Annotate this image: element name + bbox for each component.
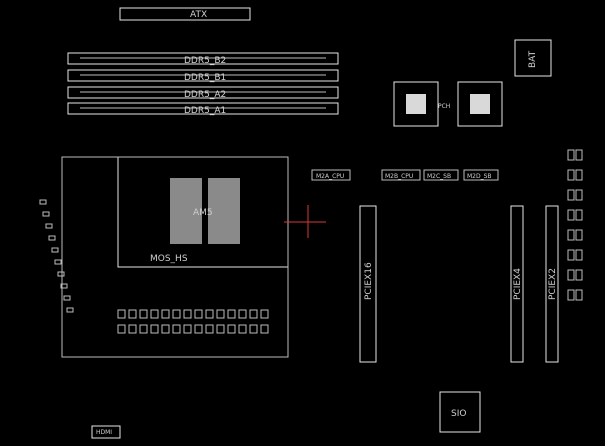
component bbox=[205, 324, 214, 334]
component bbox=[575, 149, 583, 161]
component bbox=[238, 324, 247, 334]
component bbox=[575, 249, 583, 261]
component bbox=[575, 209, 583, 221]
atx-connector: ATX bbox=[119, 7, 251, 21]
pcie-x2-slot bbox=[545, 205, 559, 363]
component bbox=[216, 324, 225, 334]
component bbox=[172, 309, 181, 319]
chipset-label: PCH bbox=[438, 103, 450, 110]
component bbox=[139, 324, 148, 334]
component bbox=[567, 249, 575, 261]
dimm-slot-a1 bbox=[67, 102, 339, 115]
pcie-x2-label: PCIEX2 bbox=[548, 268, 558, 300]
component bbox=[161, 324, 170, 334]
hdmi-label: HDMI bbox=[96, 429, 112, 436]
component bbox=[575, 189, 583, 201]
component bbox=[238, 309, 247, 319]
component-grid bbox=[39, 149, 583, 334]
component bbox=[42, 211, 50, 217]
component bbox=[567, 289, 575, 301]
component bbox=[117, 324, 126, 334]
sio-label: SIO bbox=[451, 409, 466, 419]
pcie-x4-label: PCIEX4 bbox=[513, 268, 523, 300]
component bbox=[139, 309, 148, 319]
m2b-label: M2B_CPU bbox=[385, 173, 413, 180]
cpu-socket: AM5 MOS_HS bbox=[117, 156, 289, 268]
dimm-label-a2: DDR5_A2 bbox=[184, 90, 226, 100]
component bbox=[183, 309, 192, 319]
component bbox=[567, 189, 575, 201]
component bbox=[150, 324, 159, 334]
dimm-slot-a2 bbox=[67, 86, 339, 99]
component bbox=[172, 324, 181, 334]
component bbox=[227, 309, 236, 319]
component bbox=[183, 324, 192, 334]
component bbox=[567, 169, 575, 181]
dimm-slot-b1 bbox=[67, 69, 339, 82]
component bbox=[128, 309, 137, 319]
component bbox=[194, 309, 203, 319]
component bbox=[45, 223, 53, 229]
dimm-slots: DDR5_B2 DDR5_B1 DDR5_A2 DDR5_A1 bbox=[67, 52, 339, 116]
battery: BAT bbox=[514, 39, 552, 77]
component bbox=[39, 199, 47, 205]
component bbox=[205, 309, 214, 319]
component bbox=[567, 149, 575, 161]
component bbox=[567, 269, 575, 281]
component bbox=[51, 247, 59, 253]
vrm-area bbox=[61, 156, 289, 358]
component bbox=[567, 229, 575, 241]
component bbox=[48, 235, 56, 241]
component bbox=[66, 307, 74, 313]
component bbox=[260, 309, 269, 319]
component bbox=[216, 309, 225, 319]
m2c-label: M2C_SB bbox=[427, 173, 451, 180]
chipset: PCH bbox=[393, 81, 503, 127]
component bbox=[575, 229, 583, 241]
mos-label: MOS_HS bbox=[150, 254, 188, 264]
pcie-x4-slot bbox=[510, 205, 524, 363]
component bbox=[249, 324, 258, 334]
component bbox=[575, 269, 583, 281]
component bbox=[57, 271, 65, 277]
dimm-label-a1: DDR5_A1 bbox=[184, 106, 226, 116]
pcie-x16-label: PCIEX16 bbox=[364, 262, 374, 300]
component bbox=[117, 309, 126, 319]
hdmi-port: HDMI bbox=[91, 425, 121, 439]
component bbox=[227, 324, 236, 334]
component bbox=[194, 324, 203, 334]
m2d-label: M2D_SB bbox=[467, 173, 492, 180]
component bbox=[60, 283, 68, 289]
atx-label: ATX bbox=[190, 10, 207, 20]
component bbox=[567, 209, 575, 221]
component bbox=[54, 259, 62, 265]
component bbox=[63, 295, 71, 301]
m2a-label: M2A_CPU bbox=[316, 173, 344, 180]
dimm-slot-b2 bbox=[67, 52, 339, 65]
cpu-label: AM5 bbox=[193, 208, 213, 218]
component bbox=[128, 324, 137, 334]
component bbox=[161, 309, 170, 319]
component bbox=[260, 324, 269, 334]
m2-labels: M2A_CPU M2B_CPU M2C_SB M2D_SB bbox=[311, 169, 499, 181]
component bbox=[575, 169, 583, 181]
dimm-label-b1: DDR5_B1 bbox=[184, 73, 226, 83]
component bbox=[150, 309, 159, 319]
component bbox=[575, 289, 583, 301]
pcie-slots: PCIEX16 PCIEX4 PCIEX2 bbox=[359, 205, 559, 363]
bat-label: BAT bbox=[528, 50, 538, 68]
sio-chip: SIO bbox=[439, 391, 481, 433]
dimm-label-b2: DDR5_B2 bbox=[184, 56, 226, 66]
pcie-x16-slot bbox=[359, 205, 377, 363]
component bbox=[249, 309, 258, 319]
